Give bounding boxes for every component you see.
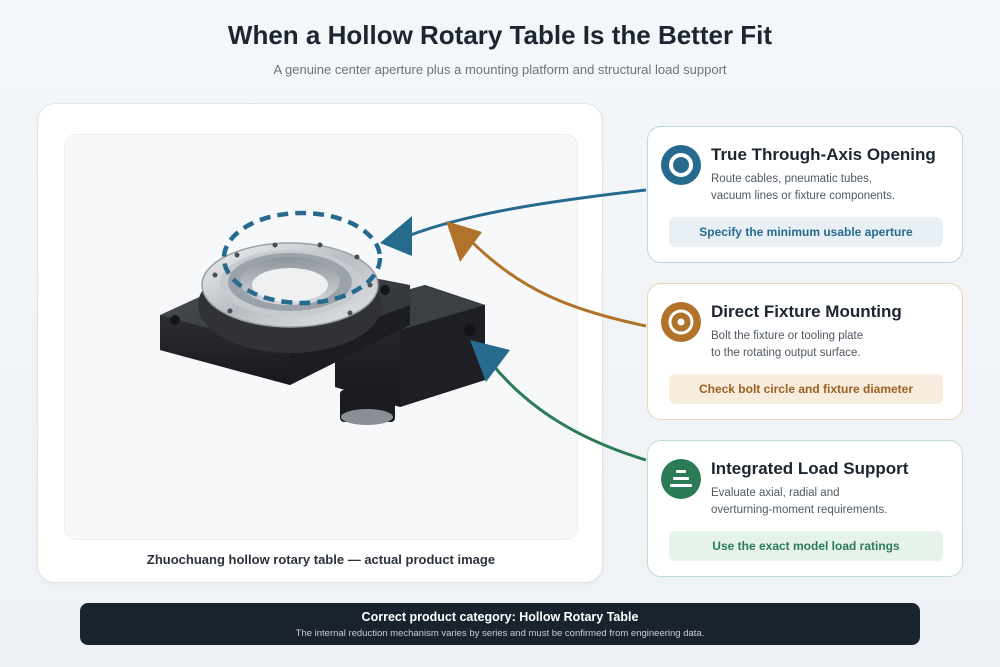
aperture-callout-arrow — [407, 188, 647, 238]
load-ratings-button[interactable]: Use the exact model load ratings — [669, 531, 943, 561]
page-title: When a Hollow Rotary Table Is the Better… — [227, 20, 773, 50]
card-description: Route cables, pneumatic tubes, vacuum li… — [711, 173, 896, 202]
target-icon — [661, 302, 701, 342]
footer-banner: Correct product category: Hollow Rotary … — [80, 603, 920, 645]
mounting-callout-arrow — [468, 238, 647, 328]
load-arrowhead — [470, 340, 510, 382]
aperture-arrowhead — [380, 216, 412, 256]
aperture-highlight-ring — [221, 210, 383, 306]
ring-icon — [661, 145, 701, 185]
product-image-panel: Zhuochuang hollow rotary table — actual … — [37, 103, 603, 583]
page-subtitle: A genuine center aperture plus a mountin… — [273, 62, 727, 77]
specify-aperture-button[interactable]: Specify the minimum usable aperture — [669, 217, 943, 247]
load-callout-arrow — [490, 363, 647, 462]
hollow-rotary-table-image — [160, 242, 485, 425]
card-description: Bolt the fixture or tooling plate to the… — [711, 330, 864, 359]
mounting-arrowhead — [446, 221, 482, 262]
check-bolt-circle-button[interactable]: Check bolt circle and fixture diameter — [669, 374, 943, 404]
product-image-frame — [64, 134, 578, 540]
card-title: True Through-Axis Opening — [711, 145, 936, 164]
card-description: Evaluate axial, radial and overturning-m… — [711, 487, 888, 516]
card-fixture-mounting: Direct Fixture Mounting Bolt the fixture… — [647, 283, 963, 420]
product-image-caption: Zhuochuang hollow rotary table — actual … — [146, 552, 496, 567]
card-load-support: Integrated Load Support Evaluate axial, … — [647, 440, 963, 577]
footer-title: Correct product category: Hollow Rotary … — [361, 610, 639, 624]
card-title: Integrated Load Support — [711, 459, 909, 478]
card-through-axis-opening: True Through-Axis Opening Route cables, … — [647, 126, 963, 263]
card-title: Direct Fixture Mounting — [711, 302, 902, 321]
footer-note: The internal reduction mechanism varies … — [295, 628, 705, 639]
stacked-layers-icon — [661, 459, 701, 499]
